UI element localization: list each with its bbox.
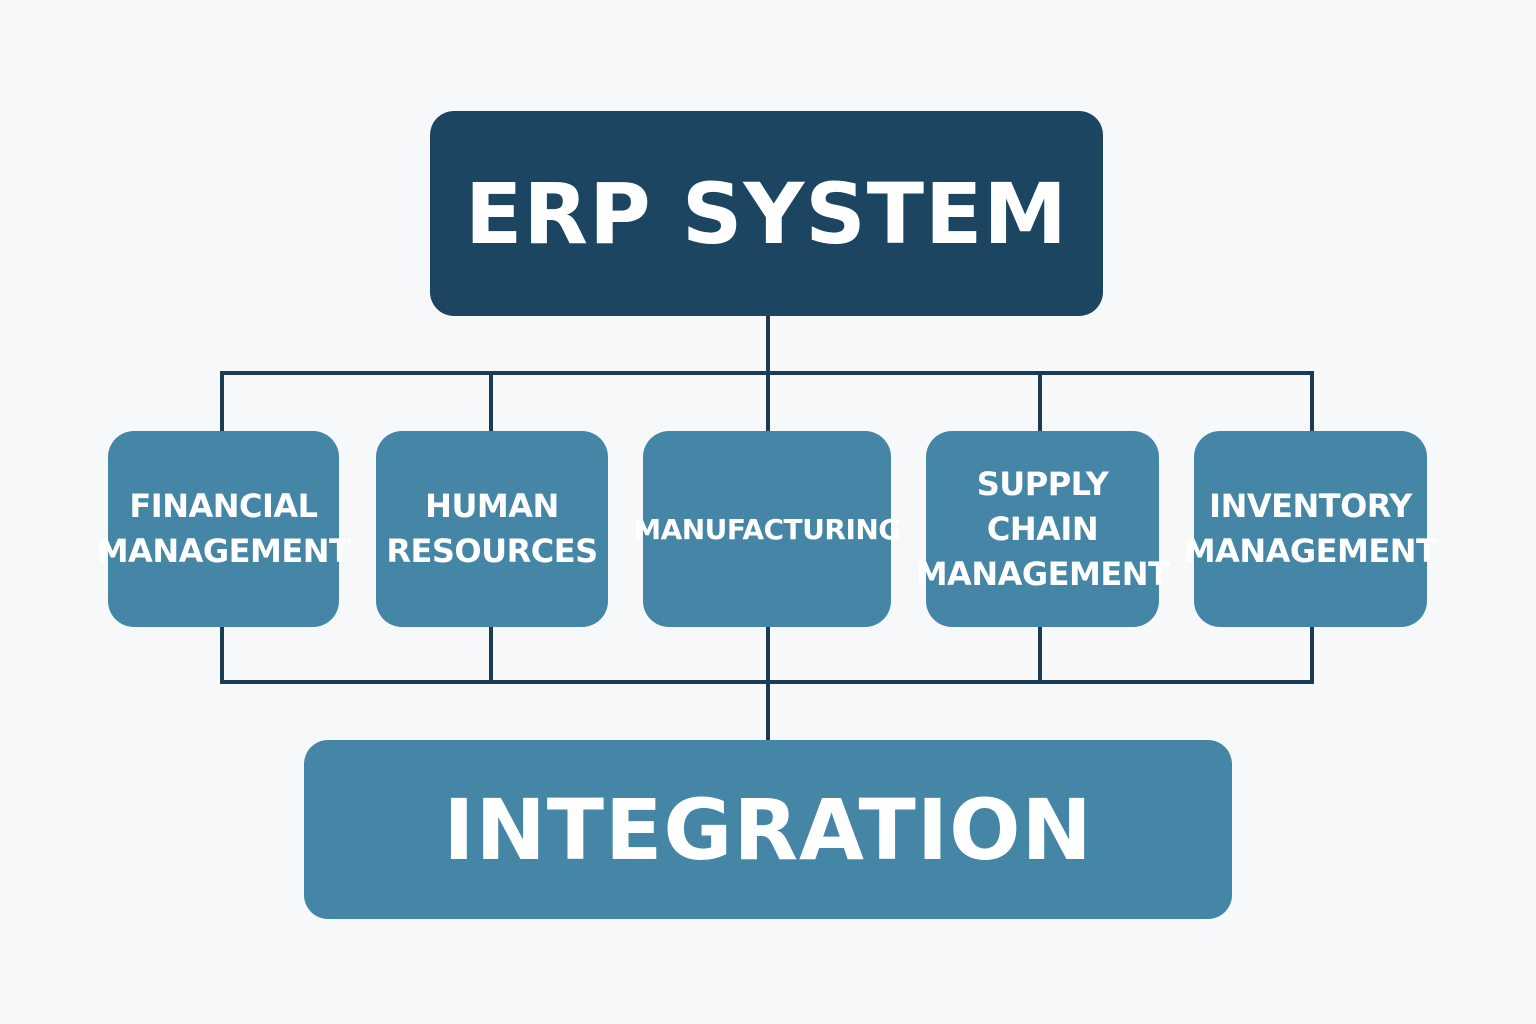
- module-human-resources: HUMAN RESOURCES: [376, 431, 608, 627]
- module-label: FINANCIAL MANAGEMENT: [96, 487, 351, 570]
- module-label: SUPPLY CHAIN MANAGEMENT: [915, 464, 1170, 593]
- module-label: INVENTORY MANAGEMENT: [1183, 487, 1438, 570]
- integration-label: INTEGRATION: [443, 780, 1093, 879]
- erp-system-title: ERP SYSTEM: [465, 164, 1068, 263]
- module-label: HUMAN RESOURCES: [386, 487, 598, 570]
- module-supply-chain-management: SUPPLY CHAIN MANAGEMENT: [916, 431, 1170, 627]
- integration-box: INTEGRATION: [304, 740, 1232, 919]
- module-label: MANUFACTURING: [633, 512, 901, 546]
- module-manufacturing: MANUFACTURING: [633, 431, 901, 627]
- module-financial-management: FINANCIAL MANAGEMENT: [97, 431, 351, 627]
- erp-system-box: ERP SYSTEM: [430, 111, 1103, 316]
- module-inventory-management: INVENTORY MANAGEMENT: [1184, 431, 1438, 627]
